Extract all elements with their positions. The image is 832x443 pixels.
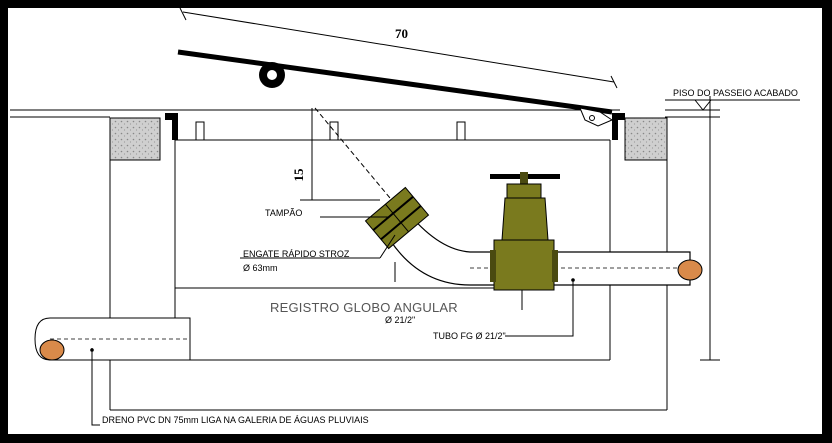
- drawing-sheet: 70 15: [8, 8, 822, 434]
- technical-drawing: 70 15: [10, 8, 800, 426]
- dimension-70: [179, 8, 618, 89]
- label-piso: PISO DO PASSEIO ACABADO: [673, 88, 798, 98]
- engate-axis: [314, 107, 451, 271]
- frame-angle-left: [165, 113, 178, 140]
- pipe-fg: [389, 214, 691, 286]
- dimension-15: [300, 108, 380, 201]
- pipe-end-right: [677, 259, 703, 281]
- hinged-lid: [177, 49, 614, 127]
- concrete-block-right: [624, 117, 668, 161]
- dimension-70-label: 70: [395, 26, 408, 41]
- label-tampao: TAMPÃO: [265, 208, 302, 218]
- engate-rapido: [364, 186, 430, 250]
- label-registro: REGISTRO GLOBO ANGULAR: [270, 300, 458, 315]
- dreno-pvc: [34, 317, 191, 361]
- label-registro-diam: Ø 21/2": [385, 315, 415, 325]
- inner-posts: [195, 121, 466, 141]
- right-level-dimension: [665, 96, 800, 361]
- registro-valve: [490, 172, 560, 310]
- ground-lines: [10, 109, 720, 118]
- label-dreno: DRENO PVC DN 75mm LIGA NA GALERIA DE ÁGU…: [102, 415, 369, 425]
- concrete-block-left: [109, 117, 161, 161]
- label-tubo: TUBO FG Ø 21/2": [433, 331, 506, 341]
- leader-lines: [91, 216, 574, 426]
- label-engate-diam: Ø 63mm: [243, 263, 278, 273]
- frame-angle-right: [612, 113, 625, 140]
- label-engate: ENGATE RÁPIDO STROZ: [243, 249, 350, 259]
- dimension-15-label: 15: [291, 168, 306, 182]
